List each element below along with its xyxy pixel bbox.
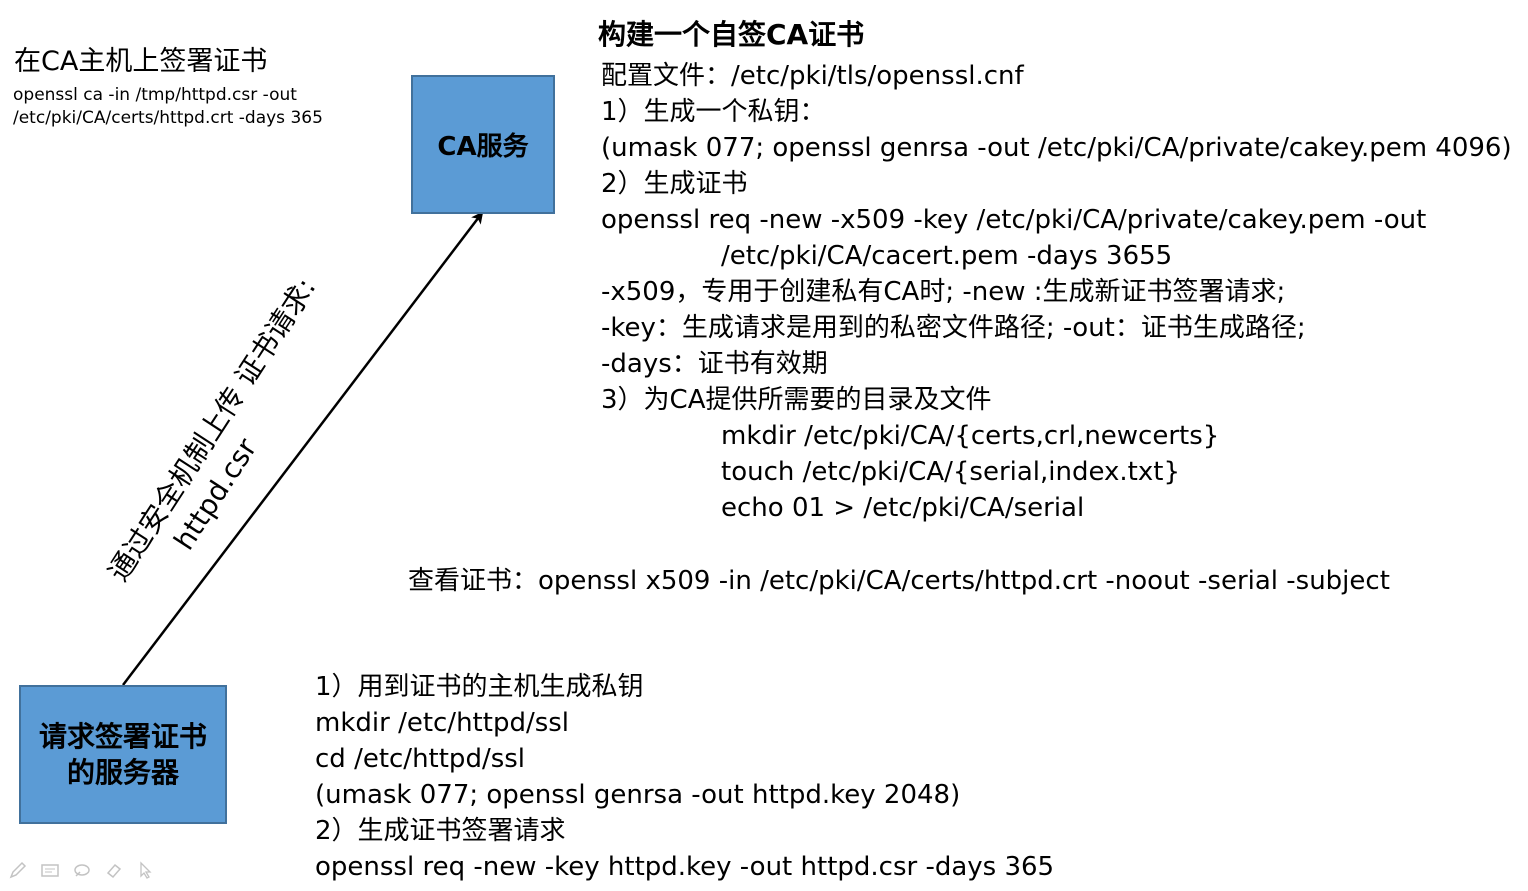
sign-command-line-2: /etc/pki/CA/certs/httpd.crt -days 365 (13, 108, 323, 128)
server-steps: 1）用到证书的主机生成私钥 mkdir /etc/httpd/ssl cd /e… (315, 669, 1054, 885)
server-step-line: cd /etc/httpd/ssl (315, 744, 526, 774)
ca-build-title: 构建一个自签CA证书 (598, 18, 865, 51)
sign-command-line-1: openssl ca -in /tmp/httpd.csr -out (13, 85, 297, 105)
ca-build-line: /etc/pki/CA/cacert.pem -days 3655 (721, 241, 1173, 271)
presentation-toolbar (6, 858, 158, 882)
pen-icon[interactable] (6, 858, 30, 882)
slides-icon[interactable] (38, 858, 62, 882)
ca-build-line: -key：生成请求是用到的私密文件路径; -out：证书生成路径; (601, 313, 1306, 343)
server-step-line: 2）生成证书签署请求 (315, 816, 566, 846)
server-step-line: 1）用到证书的主机生成私钥 (315, 672, 644, 702)
ca-build-line: (umask 077; openssl genrsa -out /etc/pki… (601, 133, 1512, 163)
server-step-line: (umask 077; openssl genrsa -out httpd.ke… (315, 780, 961, 810)
ca-build-line: touch /etc/pki/CA/{serial,index.txt} (721, 457, 1180, 487)
highlighter-icon[interactable] (70, 858, 94, 882)
sign-note-title: 在CA主机上签署证书 (14, 46, 268, 77)
ca-build-line: 配置文件：/etc/pki/tls/openssl.cnf (601, 61, 1024, 91)
server-step-line: mkdir /etc/httpd/ssl (315, 708, 570, 738)
ca-build-line: 1）生成一个私钥： (601, 97, 826, 127)
view-cert-command: 查看证书：openssl x509 -in /etc/pki/CA/certs/… (408, 566, 1390, 596)
ca-build-line: -x509，专用于创建私有CA时; -new :生成新证书签署请求; (601, 277, 1286, 307)
ca-build-line: -days：证书有效期 (601, 349, 828, 379)
request-server-label: 请求签署证书 的服务器 (38, 719, 207, 789)
ca-service-box: CA服务 (411, 75, 555, 214)
ca-build-steps: 配置文件：/etc/pki/tls/openssl.cnf 1）生成一个私钥： … (601, 58, 1512, 526)
server-step-line: openssl req -new -key httpd.key -out htt… (315, 852, 1055, 882)
eraser-icon[interactable] (102, 858, 126, 882)
ca-build-line: echo 01 > /etc/pki/CA/serial (721, 493, 1085, 523)
pointer-icon[interactable] (134, 858, 158, 882)
ca-build-line: 3）为CA提供所需要的目录及文件 (601, 385, 992, 415)
ca-build-line: 2）生成证书 (601, 169, 748, 199)
ca-service-label: CA服务 (437, 132, 529, 162)
request-server-box: 请求签署证书 的服务器 (19, 685, 227, 824)
ca-build-line: openssl req -new -x509 -key /etc/pki/CA/… (601, 205, 1427, 235)
ca-build-line: mkdir /etc/pki/CA/{certs,crl,newcerts} (721, 421, 1220, 451)
